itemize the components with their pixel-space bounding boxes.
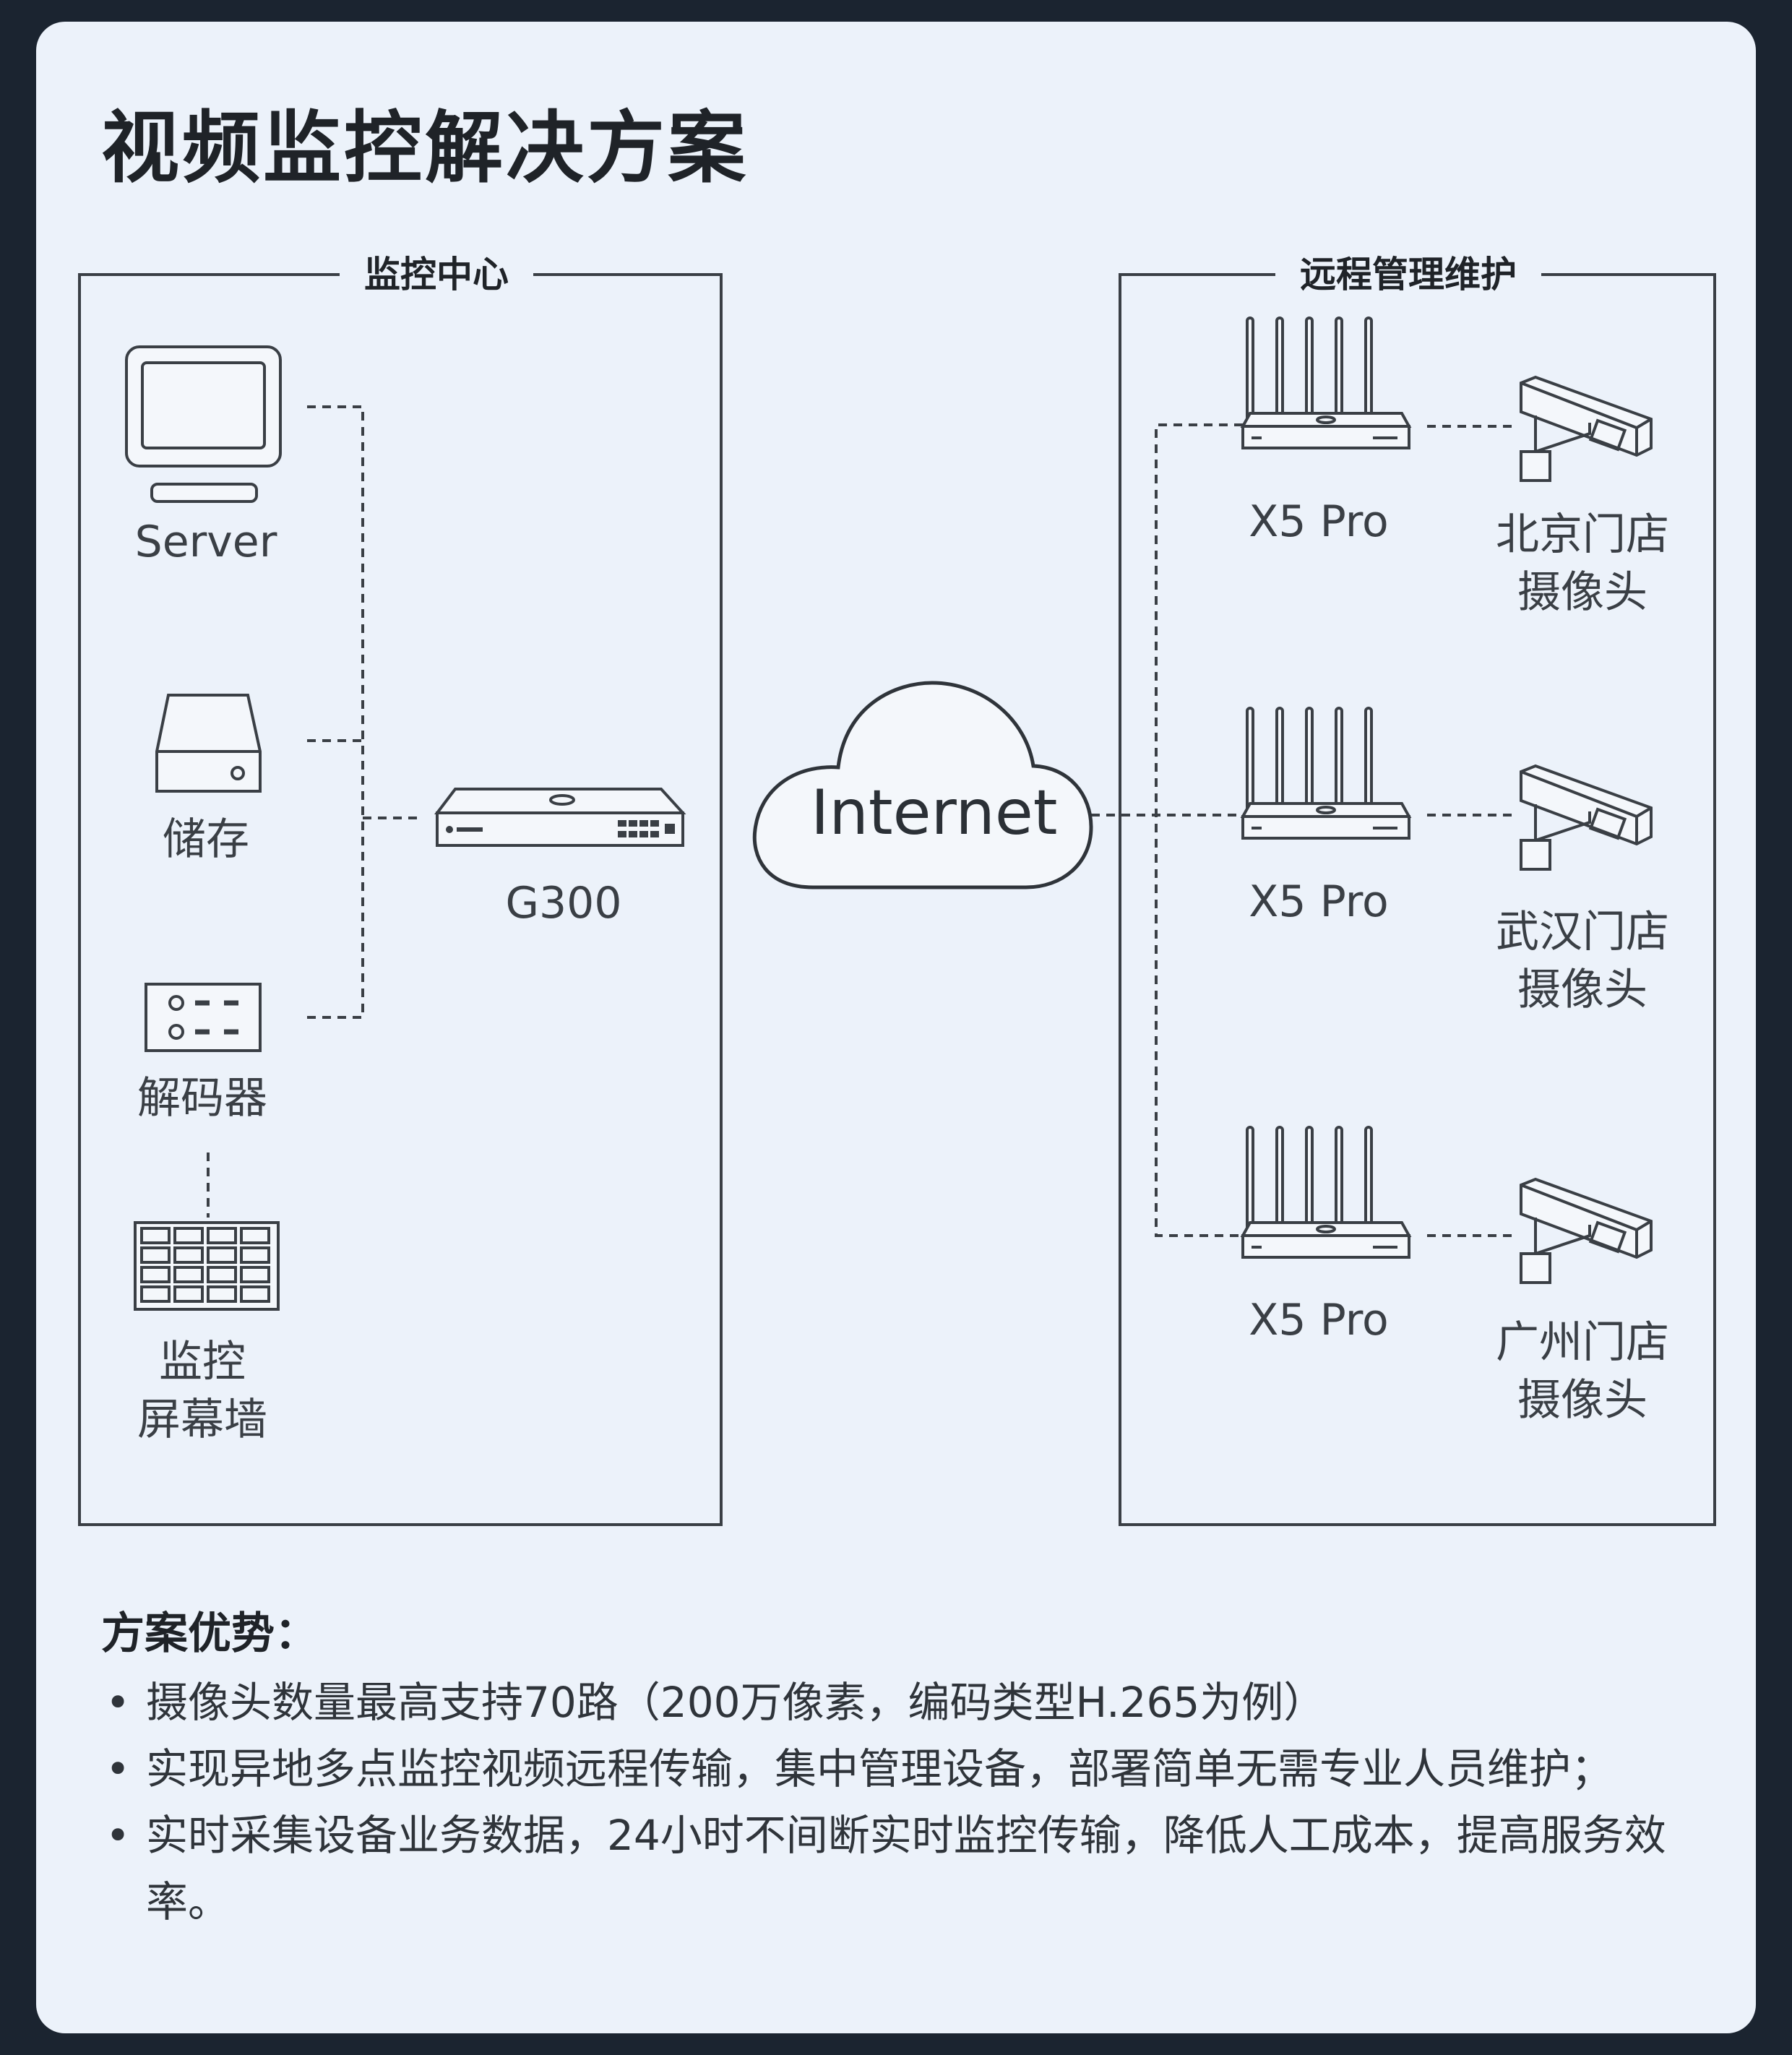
camera-label: 北京门店 摄像头 xyxy=(1481,506,1684,621)
wall-screen xyxy=(207,1285,237,1303)
monitor-wall-label: 监控 屏幕墙 xyxy=(112,1333,293,1449)
bullet: • xyxy=(105,1678,131,1727)
monitor-wall-icon xyxy=(134,1221,280,1311)
wall-screen xyxy=(240,1246,270,1264)
wall-screen xyxy=(140,1285,171,1303)
card xyxy=(36,22,1756,2033)
camera-icon xyxy=(1520,375,1653,482)
remote-management-label: 远程管理维护 xyxy=(1275,249,1541,300)
camera-icon xyxy=(1520,764,1653,871)
wall-screen xyxy=(240,1285,270,1303)
advantages-title: 方案优势： xyxy=(101,1608,318,1659)
decoder-icon xyxy=(145,983,262,1052)
wall-screen xyxy=(173,1246,204,1264)
storage-label: 储存 xyxy=(163,814,249,865)
list-item: • 摄像头数量最高支持70路（200万像素，编码类型H.265为例） xyxy=(101,1669,1720,1736)
g300-label: G300 xyxy=(505,878,622,929)
server-label: Server xyxy=(134,517,277,567)
bullet: • xyxy=(105,1744,131,1793)
camera-label-line1: 武汉门店 xyxy=(1496,907,1669,957)
camera-label-line1: 广州门店 xyxy=(1496,1317,1669,1368)
list-item: • 实现异地多点监控视频远程传输，集中管理设备，部署简单无需专业人员维护； xyxy=(101,1736,1720,1802)
camera-label-line2: 摄像头 xyxy=(1517,965,1647,1015)
g300-gateway-icon xyxy=(434,788,686,847)
bullet: • xyxy=(105,1811,131,1860)
router-label: X5 Pro xyxy=(1249,496,1389,547)
wall-screen xyxy=(140,1227,171,1244)
advantages-list: • 摄像头数量最高支持70路（200万像素，编码类型H.265为例） • 实现异地多… xyxy=(101,1669,1720,1935)
router-label: X5 Pro xyxy=(1249,1295,1389,1345)
internet-cloud-icon xyxy=(752,681,1093,889)
advantage-text: 实现异地多点监控视频远程传输，集中管理设备，部署简单无需专业人员维护； xyxy=(146,1744,1614,1793)
camera-label: 武汉门店 摄像头 xyxy=(1481,903,1684,1019)
page-title: 视频监控解决方案 xyxy=(101,103,749,194)
x5-pro-router-icon xyxy=(1240,316,1412,449)
wall-screen xyxy=(207,1246,237,1264)
connection-lines xyxy=(207,405,1514,1237)
wall-screen xyxy=(173,1266,204,1283)
monitor-center-label: 监控中心 xyxy=(340,249,533,300)
wall-screen xyxy=(140,1266,171,1283)
camera-label-line1: 北京门店 xyxy=(1496,509,1669,560)
camera-label-line2: 摄像头 xyxy=(1517,1375,1647,1426)
wall-screen xyxy=(207,1266,237,1283)
camera-icons xyxy=(1520,375,1653,1284)
server-icon xyxy=(125,345,282,503)
router-label: X5 Pro xyxy=(1249,876,1389,927)
wall-screen xyxy=(240,1227,270,1244)
wall-screen xyxy=(207,1227,237,1244)
x5-pro-router-icon xyxy=(1240,707,1412,840)
x5-pro-router-icon xyxy=(1240,1126,1412,1259)
wall-screen xyxy=(240,1266,270,1283)
camera-icon xyxy=(1520,1177,1653,1284)
list-item: • 实时采集设备业务数据，24小时不间断实时监控传输，降低人工成本，提高服务效率。 xyxy=(101,1802,1720,1935)
camera-label-line2: 摄像头 xyxy=(1517,567,1647,618)
camera-label: 广州门店 摄像头 xyxy=(1481,1314,1684,1429)
monitor-wall-label-line1: 监控 xyxy=(159,1337,246,1387)
wall-screen xyxy=(140,1246,171,1264)
advantage-text: 摄像头数量最高支持70路（200万像素，编码类型H.265为例） xyxy=(146,1678,1326,1727)
router-icons xyxy=(1240,316,1412,1259)
internet-label: Internet xyxy=(811,777,1058,849)
monitor-wall-label-line2: 屏幕墙 xyxy=(137,1395,267,1445)
advantage-text: 实时采集设备业务数据，24小时不间断实时监控传输，降低人工成本，提高服务效率。 xyxy=(146,1811,1666,1926)
storage-icon xyxy=(155,694,262,793)
wall-screen xyxy=(173,1227,204,1244)
decoder-label: 解码器 xyxy=(137,1073,267,1124)
wall-screen xyxy=(173,1285,204,1303)
